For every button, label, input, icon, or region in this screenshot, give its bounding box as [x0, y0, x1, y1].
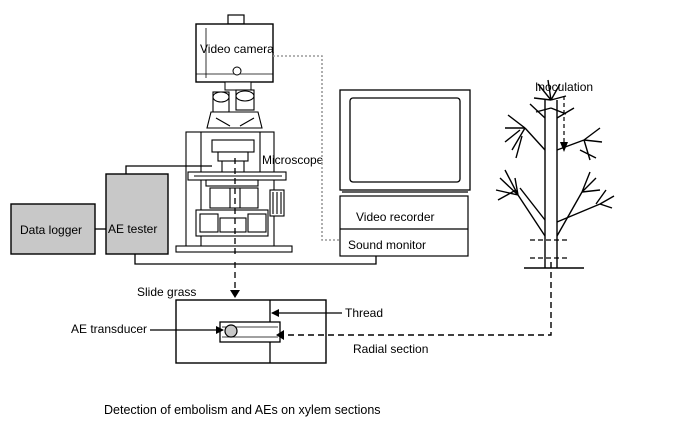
data-logger-box	[10, 203, 96, 255]
video-recorder-label: Video recorder	[356, 210, 435, 224]
sound-monitor-label: Sound monitor	[348, 238, 426, 252]
microscope-label: Microscope	[262, 153, 324, 167]
tester-sound-line	[134, 254, 377, 265]
inoculation-arrow-head	[560, 142, 568, 152]
video-cable-dotted	[273, 55, 340, 241]
thread-label: Thread	[345, 306, 383, 320]
video-recorder-unit	[339, 195, 469, 257]
arrow-head-down	[230, 290, 240, 298]
slide-grass-label: Slide grass	[137, 285, 196, 299]
ae-transducer	[224, 324, 238, 338]
ae-tester-box	[105, 173, 169, 255]
monitor	[339, 89, 471, 193]
ae-transducer-label: AE transducer	[71, 322, 147, 336]
ae-tester-label: AE tester	[108, 222, 157, 236]
tester-microscope-line	[125, 165, 212, 174]
tree-to-section-dashed	[284, 262, 552, 336]
microscope	[175, 89, 293, 253]
arrow-head-left	[276, 330, 284, 340]
figure-caption: Detection of embolism and AEs on xylem s…	[104, 403, 381, 417]
video-camera-label: Video camera	[200, 42, 274, 56]
inoculation-label: Inoculation	[535, 80, 593, 94]
data-logger-label: Data logger	[20, 223, 82, 237]
tree-illustration	[495, 79, 615, 269]
radial-section-label: Radial section	[353, 342, 428, 356]
